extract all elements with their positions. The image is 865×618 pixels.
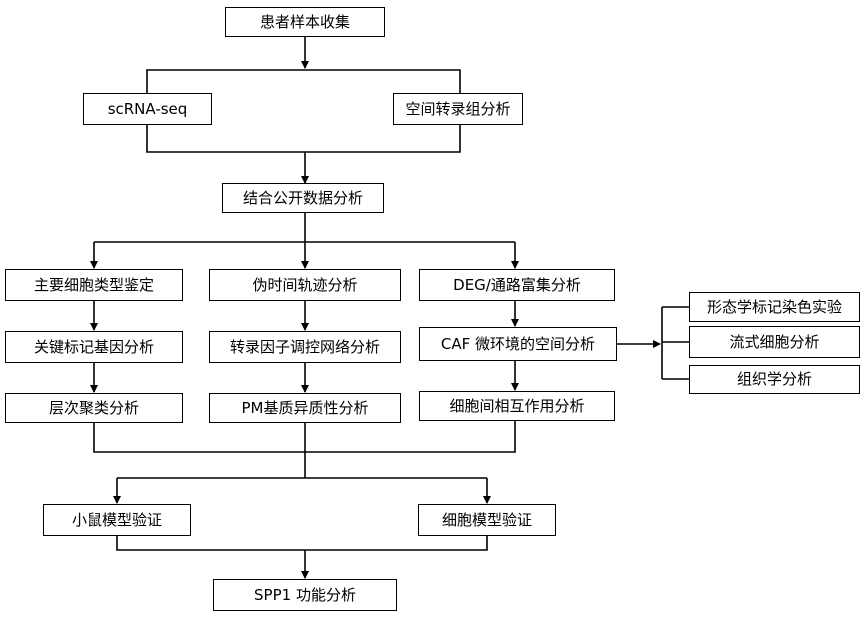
- node-spatial-transcriptomics: 空间转录组分析: [393, 93, 523, 125]
- node-morphology-staining: 形态学标记染色实验: [689, 292, 860, 322]
- connector-split-top: [146, 69, 461, 93]
- node-patient-sample-collection: 患者样本收集: [225, 7, 385, 37]
- node-deg-pathway-enrichment: DEG/通路富集分析: [419, 269, 615, 301]
- node-histology: 组织学分析: [689, 365, 860, 394]
- node-flow-cytometry: 流式细胞分析: [689, 326, 860, 358]
- connector-final-merge: [116, 536, 488, 551]
- node-caf-spatial-analysis: CAF 微环境的空间分析: [419, 327, 617, 361]
- node-cell-model-validation: 细胞模型验证: [418, 504, 556, 536]
- node-scrna-seq: scRNA-seq: [83, 93, 212, 125]
- node-mouse-model-validation: 小鼠模型验证: [43, 504, 191, 536]
- node-cell-type-identification: 主要细胞类型鉴定: [5, 269, 183, 301]
- connector-merge-mid: [146, 125, 461, 153]
- node-public-data-analysis: 结合公开数据分析: [222, 183, 384, 213]
- node-pm-stroma-heterogeneity: PM基质异质性分析: [209, 393, 401, 423]
- node-pseudotime-trajectory: 伪时间轨迹分析: [209, 269, 401, 301]
- node-hierarchical-clustering: 层次聚类分析: [5, 393, 183, 423]
- node-cell-interaction: 细胞间相互作用分析: [419, 391, 615, 421]
- node-tf-regulatory-network: 转录因子调控网络分析: [209, 331, 401, 363]
- node-key-marker-genes: 关键标记基因分析: [5, 331, 183, 363]
- node-spp1-function: SPP1 功能分析: [213, 579, 397, 611]
